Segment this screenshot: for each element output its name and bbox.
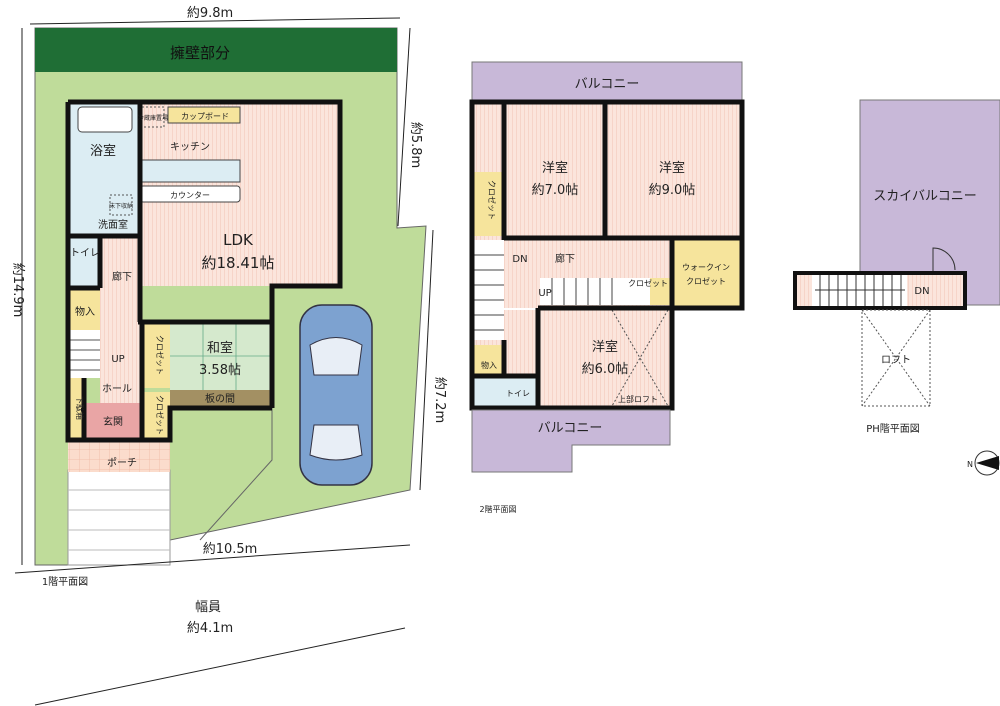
sky-balcony-label: スカイバルコニー: [873, 189, 976, 204]
storage-label: 物入: [481, 360, 497, 370]
fridge-label: 冷蔵庫置場: [138, 114, 168, 122]
closet-1-floor: [144, 322, 170, 388]
toilet-label: トイレ: [70, 248, 100, 259]
dim-left: 約14.9m: [10, 263, 25, 318]
walk-in-label-2: クロゼット: [686, 276, 726, 286]
up-label: UP: [111, 354, 124, 365]
balcony-bottom-label: バルコニー: [538, 421, 603, 436]
room3-size: 約6.0帖: [582, 362, 629, 377]
dn-label: DN: [512, 254, 527, 265]
hall-label: ホール: [102, 383, 132, 395]
carport: [199, 290, 373, 541]
japanese-room-size: 3.58帖: [199, 363, 241, 378]
washroom-label: 洗面室: [98, 218, 128, 231]
closet-mid-label: クロゼット: [628, 278, 668, 288]
sky-balcony: [859, 99, 1000, 306]
retaining-wall: [35, 28, 397, 72]
room1-size: 約7.0帖: [532, 183, 579, 198]
japanese-room-label: 和室: [207, 340, 233, 356]
entrance-label: 玄関: [103, 415, 123, 428]
road-width: 約4.1m: [187, 621, 233, 636]
ph-dn-label: DN: [914, 286, 929, 297]
cupboard-label: カップボード: [181, 112, 229, 121]
corridor-label: 廊下: [112, 270, 132, 283]
room1-label: 洋室: [542, 160, 568, 176]
north-arrow-icon: N: [967, 450, 1000, 476]
up-label: UP: [538, 288, 551, 299]
ldk-size: 約18.41帖: [202, 254, 275, 272]
underfloor-label: 床下収納: [109, 202, 133, 210]
entrance-floor: [84, 403, 142, 438]
balcony-bottom: [471, 409, 671, 473]
bathtub-icon: [77, 106, 133, 133]
loft-above-label: 上部ロフト: [618, 394, 658, 404]
north-label: N: [967, 460, 973, 469]
porch-floor: [68, 440, 170, 472]
toilet-floor: [70, 238, 100, 288]
room2-size: 約9.0帖: [649, 183, 696, 198]
closet-left-label: クロゼット: [487, 180, 497, 220]
room3-label: 洋室: [592, 339, 618, 355]
floor-ph-plan: スカイバルコニー DN ロフト PH階平面図 N: [793, 99, 1000, 476]
dim-bottom: 約10.5m: [203, 542, 258, 557]
dim-right-lower: 約7.2m: [432, 377, 447, 423]
toilet-label: トイレ: [506, 389, 530, 398]
car-icon: [299, 304, 373, 486]
walk-in-label: ウォークイン: [682, 263, 730, 272]
counter-label: カウンター: [170, 191, 210, 200]
closet-2-floor: [144, 392, 170, 438]
floor-ph-title: PH階平面図: [866, 423, 920, 435]
stairs: [70, 330, 100, 378]
loft-label: ロフト: [881, 355, 911, 366]
ldk-label: LDK: [223, 231, 254, 249]
closet-1-label: クロゼット: [155, 335, 165, 375]
floor1-title: 1階平面図: [42, 576, 88, 588]
tokonoma-floor: [170, 390, 270, 406]
tokonoma-label: 板の間: [205, 392, 235, 405]
balcony-top: [471, 61, 743, 103]
porch-label: ポーチ: [107, 457, 137, 469]
dim-right-upper: 約5.8m: [408, 122, 423, 168]
room2-label: 洋室: [659, 160, 685, 176]
dim-top: 約9.8m: [187, 6, 233, 21]
retaining-wall-label: 擁壁部分: [170, 44, 230, 62]
bath-label: 浴室: [90, 143, 116, 159]
shoebox-floor: [70, 378, 84, 438]
front-steps: [67, 469, 171, 566]
floor2-plan: バルコニー バルコニー 洋室 約7.0帖 洋室 約9.0帖 クロゼット DN 廊…: [469, 61, 745, 514]
storage-floor: [70, 290, 100, 330]
dimensions: 約9.8m 約14.9m 約5.8m 約7.2m 約10.5m 幅員 約4.1m: [10, 6, 447, 706]
storage-label: 物入: [75, 305, 95, 318]
kitchen-label: キッチン: [170, 141, 210, 153]
floor2-title: 2階平面図: [479, 504, 516, 514]
kitchen-counter: [139, 159, 241, 183]
floor1-plan: カップボード 冷蔵庫置場 キッチン カウンター 浴室 床下収納 洗面室 トイレ …: [42, 99, 343, 588]
corridor-label: 廊下: [555, 252, 575, 265]
closet-2-label: クロゼット: [155, 395, 165, 435]
shoebox-label: 下駄箱: [75, 396, 85, 420]
balcony-top-label: バルコニー: [575, 77, 640, 92]
road-label: 幅員: [195, 600, 221, 615]
